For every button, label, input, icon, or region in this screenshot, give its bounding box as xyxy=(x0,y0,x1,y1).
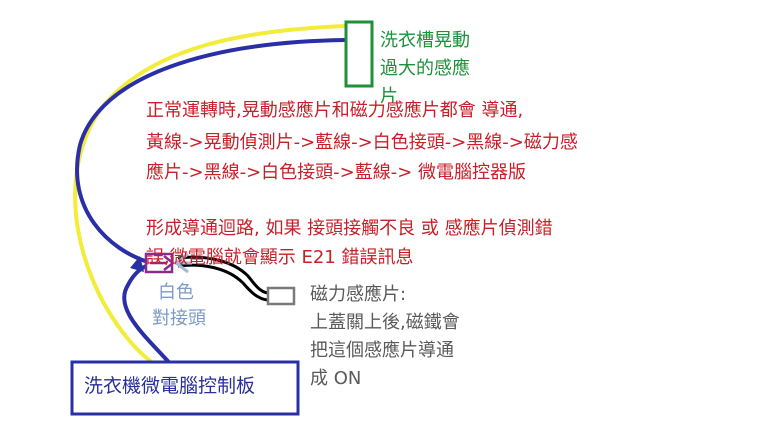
black-wire-2 xyxy=(177,263,269,302)
wobble-sensor-label-line-3: 片 xyxy=(380,86,398,107)
description-line-5: 形成導通迴路, 如果 接頭接觸不良 或 感應片偵測錯 xyxy=(146,218,553,239)
white-connector xyxy=(144,252,192,274)
blue-wire-arrowhead xyxy=(130,256,144,272)
magnetic-sensor-label-line-1: 磁力感應片: xyxy=(310,284,407,305)
description-line-3: 應片->黑線->白色接頭->藍線-> 微電腦控器版 xyxy=(146,162,527,183)
white-connector-label-line-2: 對接頭 xyxy=(152,308,206,329)
magnetic-sensor-label-line-4: 成 ON xyxy=(310,368,362,389)
white-connector-label-line-1: 白色 xyxy=(158,282,194,303)
control-board-label: 洗衣機微電腦控制板 xyxy=(84,375,256,397)
description-line-1: 正常運轉時,晃動感應片和磁力感應片都會 導通, xyxy=(146,100,524,121)
wobble-sensor-box xyxy=(344,20,374,88)
blue-wire-upper xyxy=(75,38,346,264)
wobble-sensor-label-line-2: 過大的感應 xyxy=(380,58,470,79)
description-line-2: 黃線->晃動偵測片->藍線->白色接頭->黑線->磁力感 xyxy=(146,132,578,153)
wobble-sensor-label-line-1: 洗衣槽晃動 xyxy=(380,30,470,51)
yellow-wire xyxy=(73,24,346,370)
control-board-box xyxy=(70,360,300,416)
black-wire-1 xyxy=(177,255,269,295)
magnetic-sensor-label-line-3: 把這個感應片導通 xyxy=(310,340,454,361)
magnetic-sensor-label-line-2: 上蓋關上後,磁鐵會 xyxy=(310,312,460,333)
description-line-6: 誤,微電腦就會顯示 E21 錯誤訊息 xyxy=(146,247,414,268)
magnetic-sensor-box xyxy=(266,286,296,306)
